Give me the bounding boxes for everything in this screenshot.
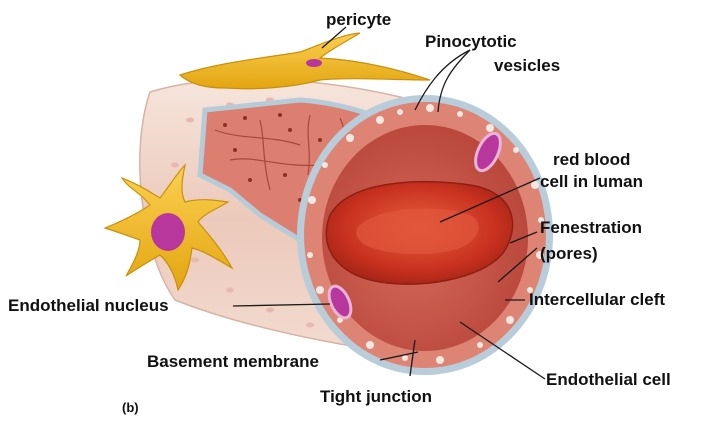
left-pericyte-nucleus [151,213,185,251]
red-blood-cell-label-line2: cell in luman [540,172,643,191]
pinocytotic-vesicles-label-line1: Pinocytotic [425,32,517,51]
fenestration-label-line2: (pores) [540,244,598,263]
fenestration-label-line1: Fenestration [540,218,642,237]
pericyte-nucleus [306,59,322,67]
intercellular-cleft-label: Intercellular cleft [529,290,665,309]
basement-membrane-label: Basement membrane [147,352,319,371]
endothelial-nucleus-label: Endothelial nucleus [8,296,169,315]
pericyte [180,33,430,89]
tight-junction-label: Tight junction [320,387,432,406]
endothelial-cell-label: Endothelial cell [546,370,671,389]
pericyte-label: pericyte [326,10,391,29]
panel-label: (b) [122,398,139,417]
pinocytotic-vesicles-label-line2: vesicles [494,56,560,75]
red-blood-cell-label-line1: red blood [553,150,630,169]
